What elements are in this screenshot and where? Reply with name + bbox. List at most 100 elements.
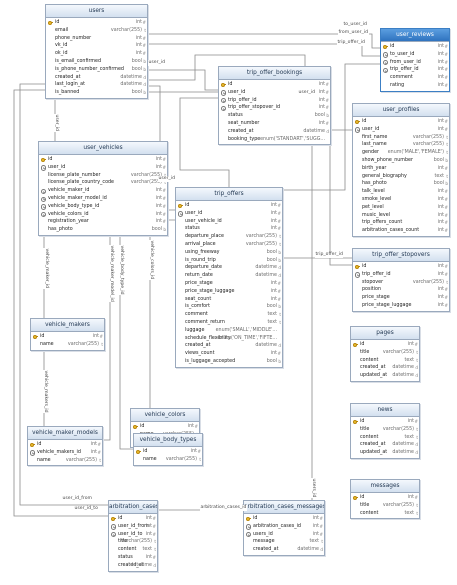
table-title[interactable]: users [46, 5, 147, 18]
table-title[interactable]: vehicle_makers [31, 319, 104, 332]
table-title[interactable]: trip_offers [176, 188, 282, 201]
table-title[interactable]: vehicle_maker_models [28, 427, 102, 440]
table-title[interactable]: arbitration_cases [109, 501, 157, 514]
table-title[interactable]: vehicle_colors [131, 409, 199, 422]
table-title[interactable]: pages [351, 327, 419, 340]
table-title[interactable]: messages [351, 480, 419, 493]
table-title[interactable]: arbitration_cases_messages [244, 501, 324, 514]
table-title[interactable]: trip_offer_bookings [219, 67, 330, 80]
table-title[interactable]: user_profiles [353, 104, 449, 117]
